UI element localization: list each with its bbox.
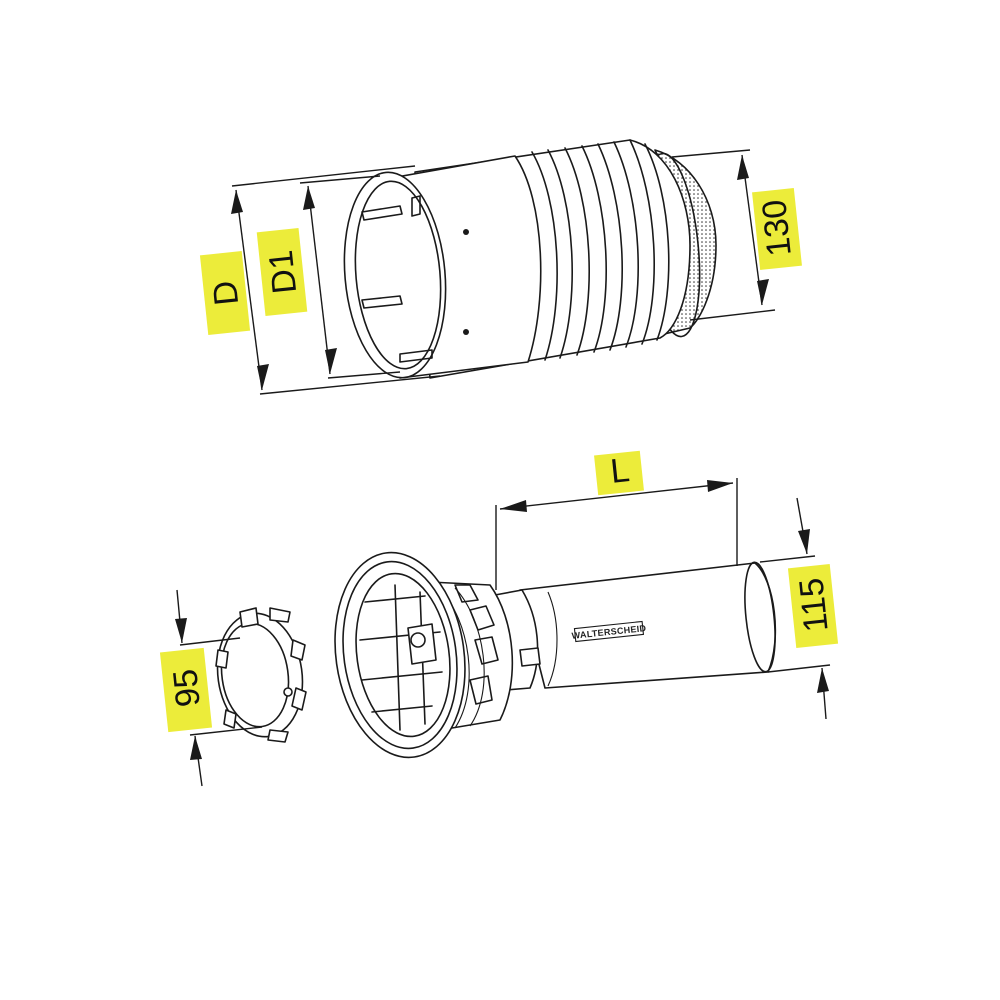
front-rim-outer [343, 171, 447, 379]
label-d: D [206, 279, 246, 307]
dimension-ring-diameter: 95 [159, 589, 263, 787]
dimension-d: D [199, 165, 441, 395]
tube-seam [547, 591, 558, 687]
locking-ribs [361, 195, 433, 363]
ring-tabs [215, 607, 307, 743]
front-rim-inner [354, 180, 442, 370]
label-l: L [609, 451, 632, 491]
inner-spokes [359, 584, 443, 731]
retaining-ring [215, 607, 307, 743]
brand-plate: WALTERSCHEID [571, 620, 647, 643]
nozzle [519, 647, 541, 667]
label-115: 115 [792, 576, 835, 634]
label-d1: D1 [262, 248, 304, 295]
label-130: 130 [755, 198, 799, 258]
tube-end [744, 561, 776, 673]
dimension-outlet-diameter: 130 [671, 149, 802, 321]
dimension-tube-diameter: 115 [759, 497, 839, 720]
dimension-length: L [495, 450, 738, 590]
front-ring-mid [342, 560, 458, 750]
tube-body [519, 562, 777, 689]
connector-tube: WALTERSCHEID [334, 551, 777, 759]
rivet [463, 229, 469, 235]
adapter-sleeve [343, 139, 717, 379]
rib-lines [514, 139, 670, 363]
front-ring-outer [334, 551, 466, 759]
rivet [463, 329, 469, 335]
dimension-d1: D1 [256, 175, 401, 379]
front-ring-inner [355, 572, 451, 738]
label-95: 95 [166, 667, 208, 709]
